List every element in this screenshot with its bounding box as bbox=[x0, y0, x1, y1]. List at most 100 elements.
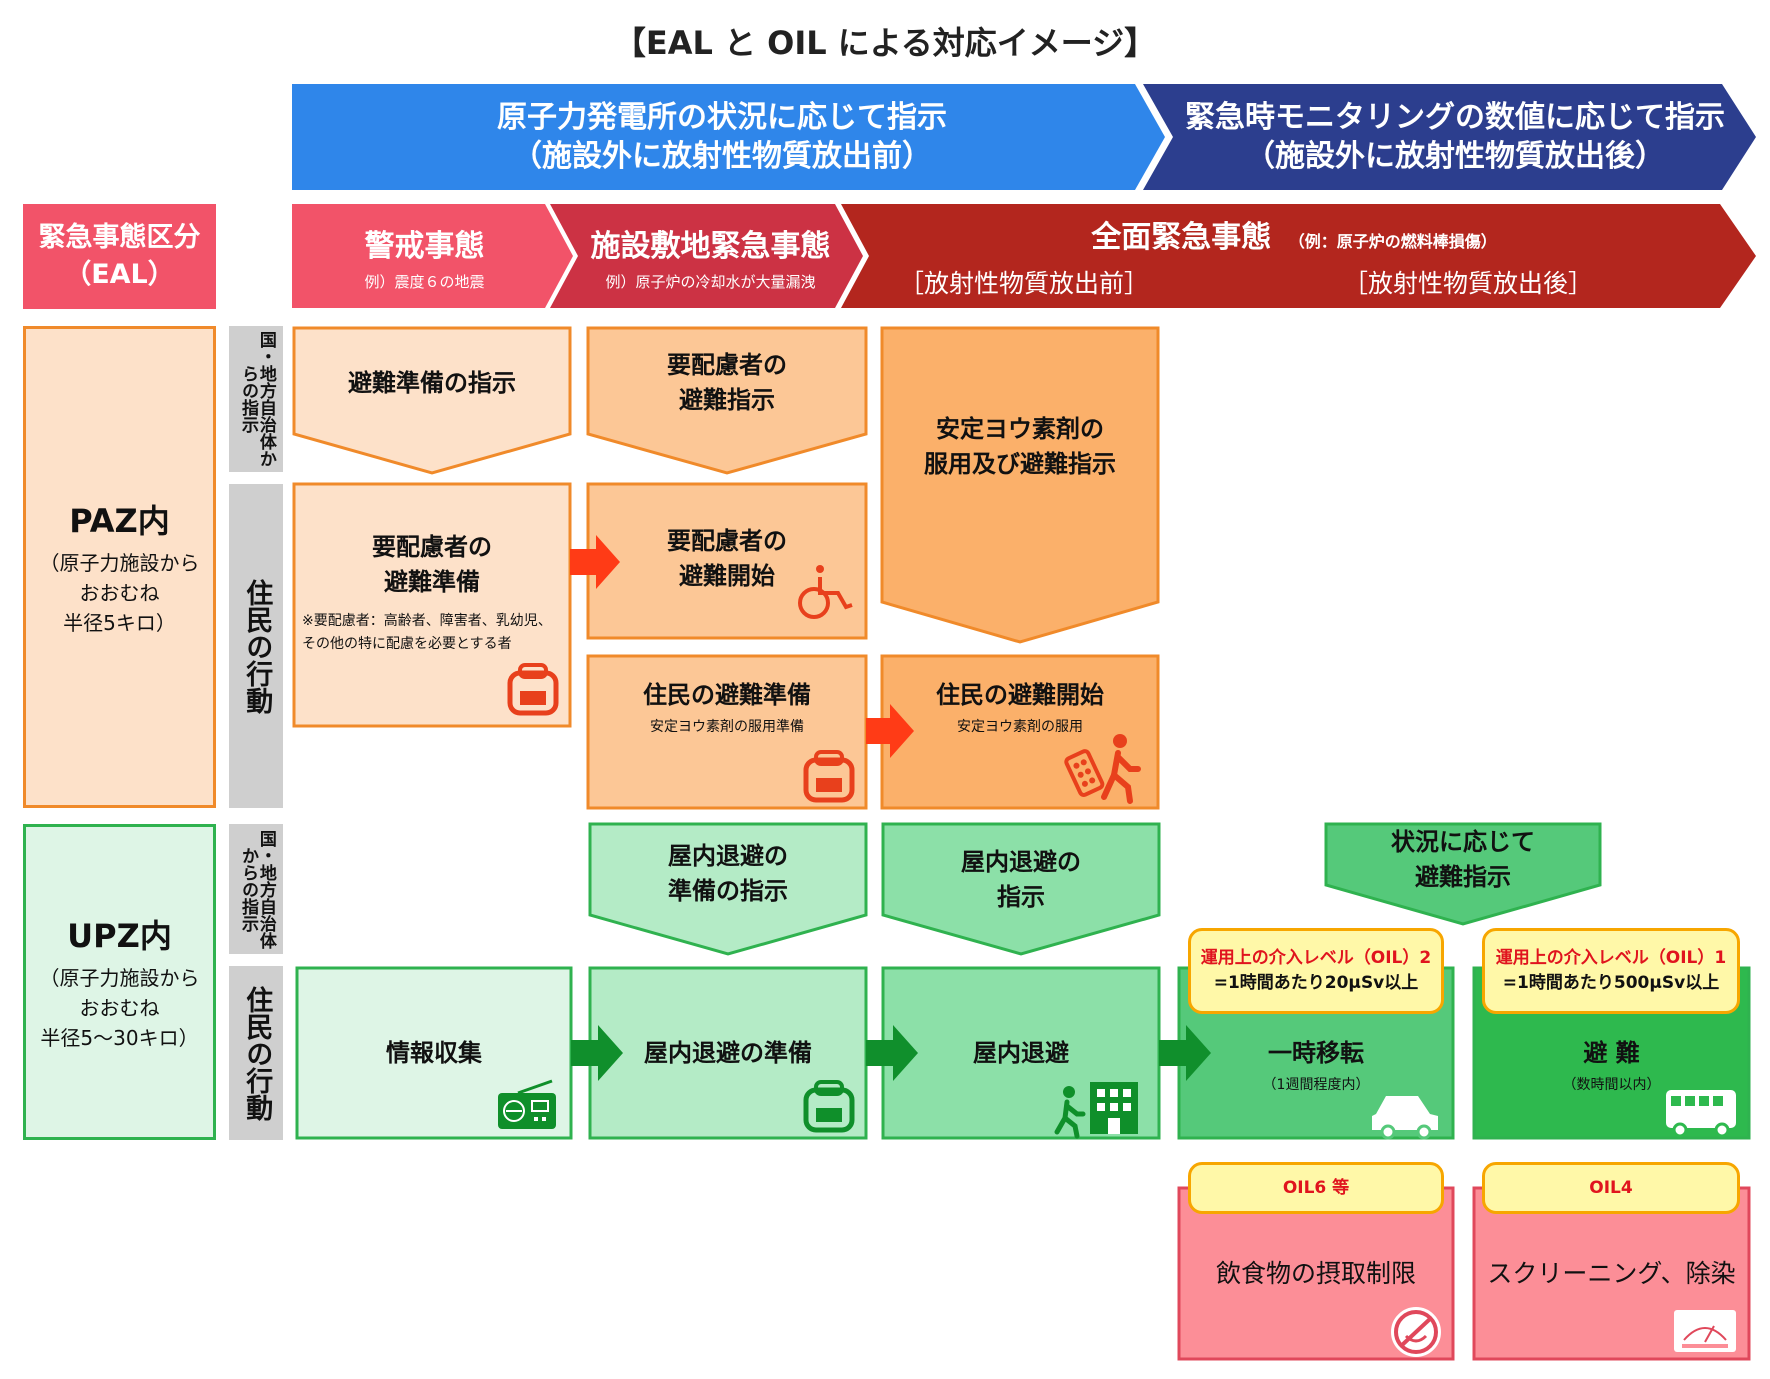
oil4-action: スクリーニング、除染 bbox=[1474, 1250, 1749, 1294]
paz-act4: 住民の避難開始 安定ヨウ素剤の服用 bbox=[882, 678, 1158, 738]
upz-inst1-line1: 屋内退避の bbox=[668, 842, 788, 871]
paz-act3-title: 住民の避難準備 bbox=[643, 681, 811, 709]
after-line1: 緊急時モニタリングの数値に応じて指示 bbox=[1185, 100, 1725, 135]
paz-act1-line2: 避難準備 bbox=[384, 567, 480, 596]
upz-act2: 屋内退避の準備 bbox=[590, 1030, 866, 1076]
after-line2: （施設外に放射性物質放出後） bbox=[1245, 139, 1665, 174]
before-line1: 原子力発電所の状況に応じて指示 bbox=[497, 100, 947, 135]
paz-desc-3: 半径5キロ） bbox=[63, 611, 176, 635]
upz-act3: 屋内退避 bbox=[883, 1030, 1159, 1076]
upz-act1-text: 情報収集 bbox=[386, 1038, 482, 1067]
bus-icon bbox=[1666, 1090, 1736, 1138]
upz-inst2: 屋内退避の 指示 bbox=[883, 830, 1159, 930]
category-site-title: 施設敷地緊急事態 bbox=[590, 228, 831, 264]
category-general-title: 全面緊急事態 bbox=[1091, 220, 1272, 255]
paz-flow-arrow-2 bbox=[866, 704, 914, 758]
oil2-rate: =1時間あたり20μSv以上 bbox=[1213, 973, 1419, 993]
paz-act1-shape bbox=[292, 482, 572, 728]
upz-act4-title: 一時移転 bbox=[1268, 1039, 1364, 1067]
upz-inst3-line1: 状況に応じて bbox=[1391, 828, 1535, 857]
paz-act1-line1: 要配慮者の bbox=[372, 533, 492, 561]
upz-inst2-shape bbox=[881, 822, 1161, 956]
paz-inst2: 要配慮者の 避難指示 bbox=[588, 328, 866, 438]
paz-desc-1: （原子力施設から bbox=[39, 551, 200, 575]
upz-act4-sub: （1週間程度内） bbox=[1262, 1076, 1370, 1093]
walking-person-icon bbox=[1101, 734, 1141, 804]
oil1-label: 運用上の介入レベル（OIL）1 =1時間あたり500μSv以上 bbox=[1482, 928, 1740, 1014]
paz-act4-sub: 安定ヨウ素剤の服用 bbox=[957, 718, 1083, 735]
upz-instruction-label: 国・地方自治体からの指示 bbox=[238, 829, 276, 949]
before-release-arrow: 原子力発電所の状況に応じて指示 （施設外に放射性物質放出前） bbox=[292, 84, 1152, 190]
upz-act4: 一時移転 （1週間程度内） bbox=[1179, 1036, 1453, 1106]
paz-title: PAZ内 bbox=[69, 502, 170, 540]
category-site-emergency: 施設敷地緊急事態 例）原子炉の冷却水が大量漏洩 bbox=[578, 204, 843, 308]
category-alert-title: 警戒事態 bbox=[364, 228, 485, 264]
building-icon bbox=[1090, 1082, 1138, 1134]
upz-act3-text: 屋内退避 bbox=[973, 1038, 1069, 1067]
oil6-action-text: 飲食物の摂取制限 bbox=[1215, 1259, 1416, 1288]
upz-inst2-line2: 指示 bbox=[997, 883, 1045, 911]
upz-act5-sub: （数時間以内） bbox=[1562, 1076, 1661, 1093]
general-emergency-arrow-shape bbox=[841, 204, 1756, 308]
upz-inst1: 屋内退避の 準備の指示 bbox=[590, 824, 866, 924]
upz-desc-2: おおむね bbox=[79, 996, 160, 1020]
paz-action-side: 住民の行動 bbox=[229, 484, 283, 808]
paz-flow-arrow-1 bbox=[570, 535, 620, 589]
paz-inst3-shape bbox=[880, 326, 1160, 644]
category-alert-example: 例）震度６の地震 bbox=[364, 272, 485, 291]
paz-inst2-line1: 要配慮者の bbox=[667, 351, 787, 380]
oil1-rate: =1時間あたり500μSv以上 bbox=[1502, 973, 1720, 993]
upz-title: UPZ内 bbox=[67, 917, 172, 955]
upz-inst1-line2: 準備の指示 bbox=[668, 877, 788, 905]
paz-inst1: 避難準備の指示 bbox=[294, 328, 570, 438]
alert-arrow-shape bbox=[292, 204, 573, 308]
upz-inst2-line1: 屋内退避の bbox=[961, 848, 1081, 877]
oil6-name: OIL6 等 bbox=[1282, 1177, 1350, 1198]
upz-inst3: 状況に応じて 避難指示 bbox=[1326, 824, 1600, 896]
upz-act2-text: 屋内退避の準備 bbox=[644, 1038, 812, 1067]
oil4-action-text: スクリーニング、除染 bbox=[1487, 1259, 1736, 1288]
eal-label: 緊急事態区分 （EAL） bbox=[23, 204, 216, 309]
oil2-label: 運用上の介入レベル（OIL）2 =1時間あたり20μSv以上 bbox=[1188, 928, 1444, 1014]
upz-inst1-shape bbox=[588, 822, 868, 956]
paz-act2-shape bbox=[586, 482, 868, 640]
eal-line1: 緊急事態区分 bbox=[38, 222, 201, 254]
paz-instruction-label: 国・地方自治体からの指示 bbox=[238, 331, 276, 467]
no-food-icon bbox=[1391, 1307, 1441, 1357]
after-release-arrow-shape bbox=[1143, 84, 1756, 190]
paz-action-label: 住民の行動 bbox=[241, 578, 273, 714]
paz-act2-line2: 避難開始 bbox=[679, 562, 775, 590]
paz-inst3-line2: 服用及び避難指示 bbox=[924, 449, 1116, 478]
paz-act4-title: 住民の避難開始 bbox=[936, 681, 1104, 709]
paz-act3: 住民の避難準備 安定ヨウ素剤の服用準備 bbox=[588, 678, 866, 738]
paz-inst1-text: 避難準備の指示 bbox=[348, 368, 516, 397]
category-general-example: （例：原子炉の燃料棒損傷） bbox=[1288, 232, 1497, 251]
upz-flow-arrow-1 bbox=[571, 1025, 623, 1081]
wheelchair-icon bbox=[798, 565, 853, 619]
survey-meter-icon bbox=[1674, 1310, 1736, 1352]
oil4-label: OIL4 bbox=[1482, 1162, 1740, 1214]
upz-act1: 情報収集 bbox=[297, 1030, 571, 1076]
paz-desc-2: おおむね bbox=[79, 581, 160, 605]
category-site-example: 例）原子炉の冷却水が大量漏洩 bbox=[605, 272, 816, 291]
oil2-name: 運用上の介入レベル（OIL）2 bbox=[1200, 948, 1432, 969]
oil6-label: OIL6 等 bbox=[1188, 1162, 1444, 1214]
paz-inst3-line1: 安定ヨウ素剤の bbox=[936, 415, 1104, 443]
walking-person-icon bbox=[1054, 1086, 1086, 1139]
upz-flow-arrow-3 bbox=[1159, 1025, 1211, 1081]
upz-action-side: 住民の行動 bbox=[229, 966, 283, 1140]
car-icon bbox=[1372, 1096, 1438, 1140]
after-release-arrow: 緊急時モニタリングの数値に応じて指示 （施設外に放射性物質放出後） bbox=[1170, 84, 1740, 190]
upz-instruction-side: 国・地方自治体からの指示 bbox=[229, 824, 283, 954]
paz-inst2-line2: 避難指示 bbox=[679, 386, 775, 414]
before-line2: （施設外に放射性物質放出前） bbox=[512, 139, 932, 174]
category-alert: 警戒事態 例）震度６の地震 bbox=[292, 204, 557, 308]
eal-line2: （EAL） bbox=[64, 258, 175, 290]
backpack-icon bbox=[507, 663, 559, 716]
paz-inst1-shape bbox=[292, 326, 572, 475]
upz-act5-title: 避 難 bbox=[1583, 1039, 1640, 1067]
paz-act1-note: ※要配慮者：高齢者、障害者、乳幼児、その他の特に配慮を必要とする者 bbox=[302, 612, 552, 653]
upz-zone: UPZ内 （原子力施設から おおむね 半径5〜30キロ） bbox=[23, 824, 216, 1140]
paz-act2-line1: 要配慮者の bbox=[667, 527, 787, 556]
